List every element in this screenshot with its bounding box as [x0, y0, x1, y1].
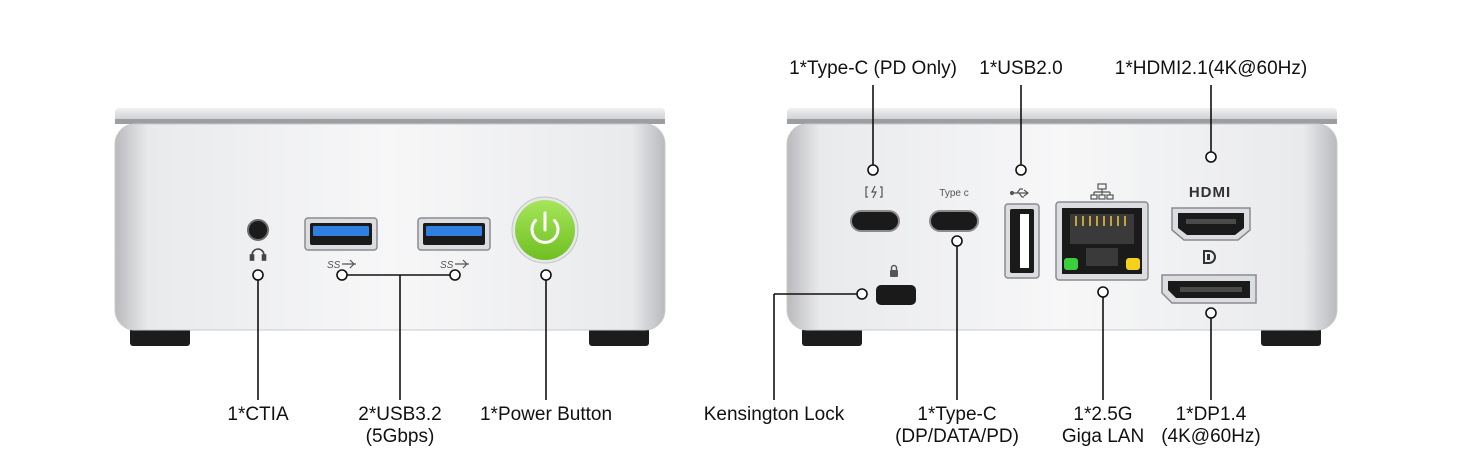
- typec-pd-label: 1*Type-C (PD Only): [789, 58, 957, 79]
- usb32-ss-logo-1: SS: [327, 260, 341, 271]
- lan-port[interactable]: [1055, 201, 1149, 281]
- usb32-ss-logo-2: SS: [440, 260, 454, 271]
- front-chassis: [114, 123, 666, 331]
- typec-dp-port[interactable]: [929, 210, 979, 232]
- usb20-label: 1*USB2.0: [979, 58, 1063, 79]
- dp-port[interactable]: [1161, 274, 1257, 304]
- usb20-port[interactable]: [1004, 203, 1040, 279]
- displayport-icon: [1203, 250, 1216, 264]
- front-top-lid: [115, 108, 665, 122]
- hdmi-label: 1*HDMI2.1(4K@60Hz): [1114, 58, 1308, 79]
- front-unit: SS SS: [114, 108, 666, 346]
- power-button[interactable]: [511, 196, 579, 264]
- rear-top-lip: [787, 119, 1337, 124]
- power-button-label: 1*Power Button: [479, 404, 613, 425]
- front-foot-left: [130, 328, 190, 346]
- typec-pd-port[interactable]: [850, 210, 900, 232]
- kensington-slot[interactable]: [876, 285, 916, 305]
- power-icon: [530, 211, 560, 244]
- ctia-label: 1*CTIA: [227, 404, 289, 425]
- rear-leaders: [773, 85, 1217, 400]
- rear-foot-left: [802, 328, 862, 346]
- usb-icon: [342, 259, 356, 269]
- hdmi-logo: HDMI: [1189, 184, 1231, 201]
- ctia-jack[interactable]: [247, 219, 269, 241]
- lightning-icon: [865, 185, 883, 199]
- usb32-port-1[interactable]: [304, 217, 378, 251]
- hdmi-port[interactable]: [1171, 207, 1251, 241]
- headphone-icon: [249, 248, 267, 261]
- front-foot-right: [589, 328, 649, 346]
- kensington-label: Kensington Lock: [703, 404, 845, 425]
- usb-icon: [455, 259, 469, 269]
- rear-foot-right: [1261, 328, 1321, 346]
- front-top-lip: [115, 119, 665, 124]
- usb32-label: 2*USB3.2 (5Gbps): [358, 404, 442, 447]
- lan-led-green: [1064, 258, 1078, 270]
- usb32-port-2[interactable]: [417, 217, 491, 251]
- lock-icon: [890, 264, 898, 277]
- dp-label: 1*DP1.4 (4K@60Hz): [1161, 404, 1261, 447]
- front-leaders: [252, 269, 552, 400]
- network-icon: [1090, 183, 1114, 200]
- usb-icon: [1009, 188, 1029, 198]
- rear-top-lid: [787, 108, 1337, 122]
- lan-label: 1*2.5G Giga LAN: [1061, 404, 1145, 447]
- rear-unit: Type c: [786, 108, 1338, 346]
- typec-dp-label: 1*Type-C (DP/DATA/PD): [895, 404, 1019, 447]
- lan-led-yellow: [1126, 258, 1140, 270]
- typec-dp-engraving: Type c: [939, 188, 968, 199]
